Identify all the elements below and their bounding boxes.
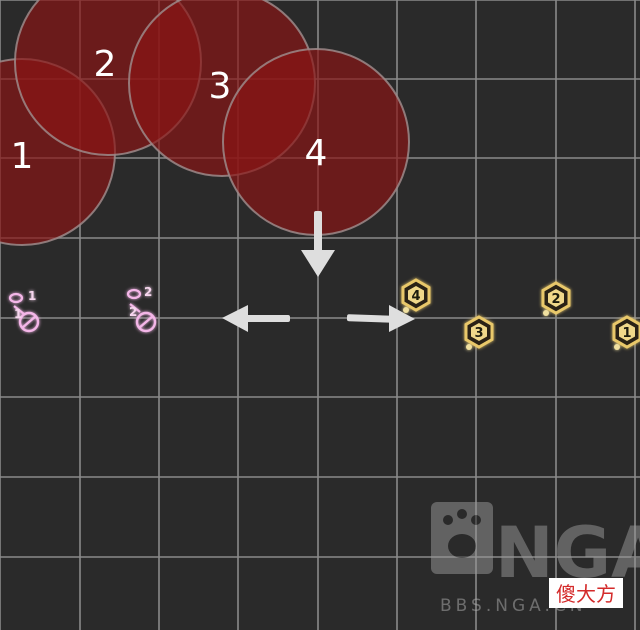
aoe-circle-label: 2 [94, 44, 117, 85]
pink-marker-1: 1 1 [8, 289, 40, 333]
yellow-marker-3: 3 [464, 315, 494, 350]
pink-marker-label: 2 [144, 285, 152, 299]
yellow-marker-1: 1 [612, 315, 640, 350]
aoe-circle-label: 1 [11, 136, 34, 177]
movement-arrows [222, 211, 415, 332]
arrow-right-icon [346, 305, 415, 332]
aoe-circle-4: 4 [222, 48, 410, 236]
pink-marker-label: 1 [28, 289, 36, 303]
yellow-marker-label: 2 [551, 292, 560, 307]
watermark-url: BBS.NGA.CN [440, 596, 586, 616]
arrow-down-icon [301, 211, 335, 277]
aoe-circles: 1 2 3 4 [0, 0, 410, 246]
pink-marker-label: 1 [14, 307, 22, 321]
nga-paw-logo-icon [431, 502, 493, 574]
aoe-circle-label: 3 [209, 66, 232, 107]
pink-marker-label: 2 [129, 305, 137, 319]
aoe-circle-label: 4 [305, 133, 328, 174]
pink-marker-2: 2 2 [126, 285, 157, 333]
author-tag-text: 傻大方 [556, 582, 616, 606]
yellow-marker-2: 2 [541, 281, 571, 316]
yellow-marker-4: 4 [401, 278, 431, 313]
author-tag: 傻大方 [549, 578, 623, 608]
yellow-marker-label: 1 [622, 326, 631, 341]
yellow-marker-label: 3 [474, 326, 483, 341]
arrow-left-icon [222, 305, 290, 332]
yellow-markers: 4 3 2 1 [401, 278, 640, 350]
yellow-marker-label: 4 [411, 289, 420, 304]
pink-markers: 1 1 2 2 [8, 285, 157, 333]
